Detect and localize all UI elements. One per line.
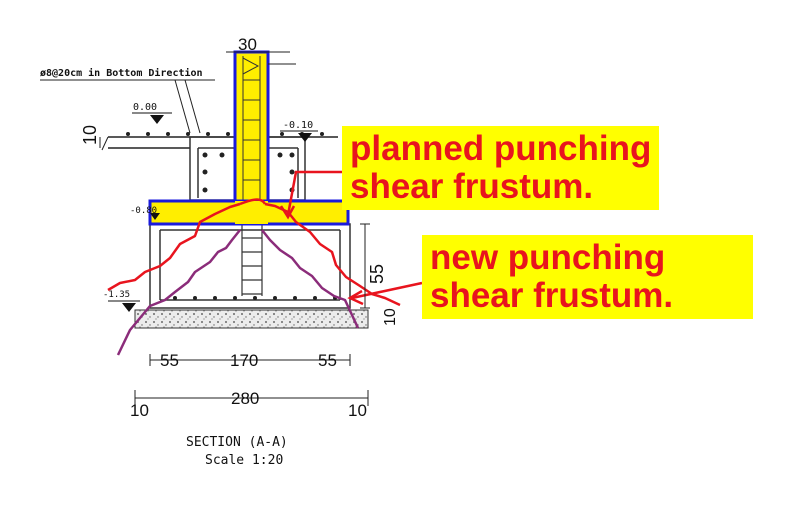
column-ladder	[242, 56, 261, 220]
scale-label: Scale 1:20	[205, 453, 283, 468]
level-marker-top	[132, 112, 172, 124]
blinding-layer	[134, 309, 369, 329]
planned-frustum-line	[107, 202, 241, 292]
new-frustum-line	[116, 229, 241, 356]
left-end-label: 10	[130, 401, 149, 420]
section-title: SECTION (A-A)	[186, 435, 288, 450]
right-dims	[360, 223, 370, 309]
total-width-label: 280	[231, 389, 259, 408]
column-width-dim	[226, 51, 296, 65]
rebar-note: ø8@20cm in Bottom Direction	[40, 67, 203, 79]
level-marker-bottom	[108, 300, 140, 312]
blinding-label: 10	[382, 308, 399, 326]
level-marker-footing	[150, 213, 160, 220]
planned-callout-line2: shear frustum.	[350, 167, 594, 206]
left-offset-label: 55	[160, 351, 179, 370]
new-callout-line1: new punching	[430, 238, 666, 277]
level-slab-label: -0.10	[283, 120, 313, 131]
planned-frustum-callout: planned punching shear frustum.	[342, 126, 660, 210]
rebar-note-leader	[40, 79, 215, 134]
level-footing-label: -0.80	[130, 206, 157, 216]
right-offset-label: 55	[318, 351, 337, 370]
center-width-label: 170	[230, 351, 258, 370]
bottom-dims	[134, 354, 369, 406]
level-bottom-label: -1.35	[103, 290, 130, 300]
right-end-label: 10	[348, 401, 367, 420]
column-width-label: 30	[238, 35, 257, 54]
new-callout-arrow	[347, 281, 423, 306]
column-starter-bars	[241, 224, 263, 296]
new-frustum-callout: new punching shear frustum.	[422, 235, 754, 319]
level-top-label: 0.00	[133, 102, 157, 113]
slab-thickness-label: 10	[80, 125, 100, 145]
new-callout-line2: shear frustum.	[430, 276, 674, 315]
column	[233, 50, 270, 226]
planned-callout-line1: planned punching	[350, 129, 652, 168]
level-marker-slab	[280, 130, 318, 142]
planned-callout-arrow	[279, 170, 345, 220]
pedestal-height-label: 55	[367, 264, 387, 284]
